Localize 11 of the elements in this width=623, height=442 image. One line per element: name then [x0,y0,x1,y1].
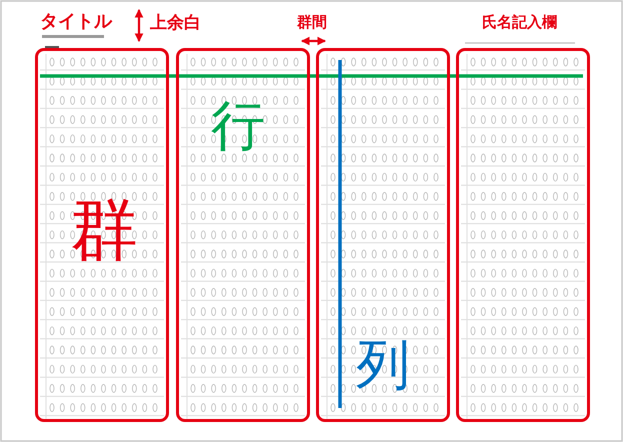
group-box [176,48,310,422]
column-label: 列 [356,338,410,392]
group-box [316,48,450,422]
callout-label: 氏名記入欄 [482,15,557,30]
group-box [456,48,590,422]
group-label: 群 [70,197,138,265]
group-box [35,48,169,422]
callout-label: 群間 [297,15,327,30]
row-label: 行 [211,99,265,153]
callout-label: タイトル [40,13,112,31]
callout-label: 上余白 [150,15,201,32]
